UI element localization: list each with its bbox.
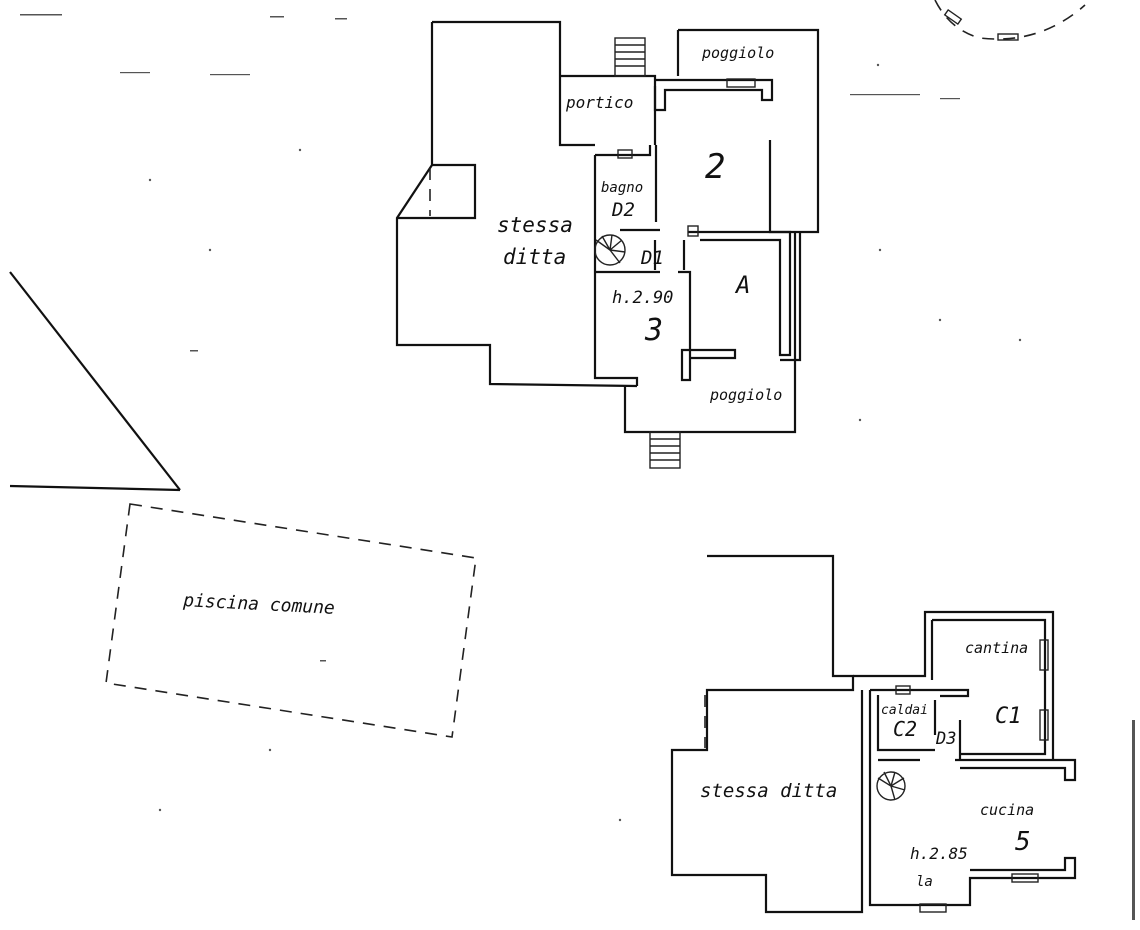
label-height-upper: h.2.90 <box>612 288 673 308</box>
label-d1: D1 <box>640 247 664 269</box>
label-d3: D3 <box>935 729 956 749</box>
label-portico: portico <box>565 93 633 112</box>
upper-floor-plan: poggiolo portico 2 bagno D2 stessa ditta… <box>395 20 820 469</box>
label-room-5: 5 <box>1015 827 1031 857</box>
label-piscina: piscina comune <box>182 590 336 619</box>
lower-floor-plan: cantina C1 caldai C2 D3 stessa ditta cuc… <box>670 554 1077 914</box>
label-stessa-upper: stessa <box>497 213 573 237</box>
label-c2: C2 <box>893 717 917 741</box>
label-stessa-ditta-lower: stessa ditta <box>700 780 837 802</box>
scan-noise <box>20 14 1135 920</box>
upper-bottom-stairs <box>649 431 681 469</box>
upper-spiral-stair <box>594 234 626 266</box>
property-boundary-arc <box>934 0 1086 41</box>
upper-top-stairs <box>614 37 646 77</box>
boundary-lines <box>9 271 181 492</box>
label-room-2: 2 <box>705 147 725 187</box>
label-caldaia: caldai <box>881 703 928 718</box>
label-cucina: cucina <box>980 801 1034 819</box>
label-room-3: 3 <box>644 313 663 348</box>
upper-bottom-balcony <box>623 232 797 434</box>
label-ditta-upper: ditta <box>503 245 566 269</box>
label-d2: D2 <box>611 199 635 221</box>
lower-neighbour-outline <box>670 554 864 914</box>
label-poggiolo-top: poggiolo <box>701 44 774 62</box>
label-poggiolo-bottom: poggiolo <box>709 386 782 404</box>
label-bagno: bagno <box>601 180 643 196</box>
lower-spiral-stair <box>876 771 906 801</box>
label-la: la <box>916 874 933 890</box>
upper-top-balcony <box>678 28 820 234</box>
label-room-a: A <box>734 271 750 299</box>
label-cantina: cantina <box>965 639 1028 657</box>
label-room-c1: C1 <box>995 704 1022 729</box>
shared-pool: piscina comune <box>105 503 477 738</box>
label-height-lower: h.2.85 <box>910 844 968 863</box>
